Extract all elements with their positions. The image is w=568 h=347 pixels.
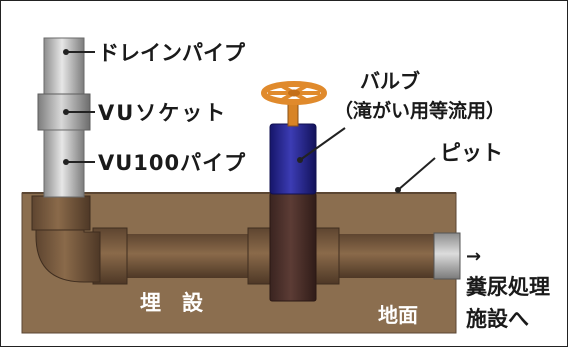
label-valve: バルブ — [360, 69, 420, 93]
outlet-arrow-icon: → — [466, 246, 481, 267]
valve-handwheel-icon — [261, 81, 327, 105]
label-destination-line1: 糞尿処理 — [465, 275, 550, 299]
label-valve-note: （滝がい用等流用） — [334, 99, 505, 122]
leader-dot-vu100 — [63, 159, 69, 165]
leader-pit — [397, 157, 436, 191]
pipe-coupling-right — [312, 227, 340, 285]
valve-body-exposed — [269, 123, 317, 195]
label-destination-line2: 施設へ — [466, 307, 529, 331]
label-vu100-pipe: VU100パイプ — [98, 151, 246, 175]
label-pit: ピット — [440, 141, 503, 165]
label-buried: 埋 設 — [140, 291, 204, 315]
leader-dot-pit — [395, 187, 401, 193]
outlet-pipe-end — [433, 232, 461, 280]
elbow-socket-top — [31, 195, 91, 231]
label-vu-socket: VUソケット — [98, 101, 227, 125]
drain-pipe-upper — [43, 37, 85, 97]
leader-dot-valve — [297, 157, 303, 163]
leader-dot-drain — [63, 49, 69, 55]
valve-body-buried — [269, 192, 317, 302]
leader-valve — [299, 127, 346, 161]
leader-dot-socket — [63, 109, 69, 115]
label-ground: 地面 — [378, 303, 418, 327]
label-drain-pipe: ドレインパイプ — [98, 41, 246, 65]
